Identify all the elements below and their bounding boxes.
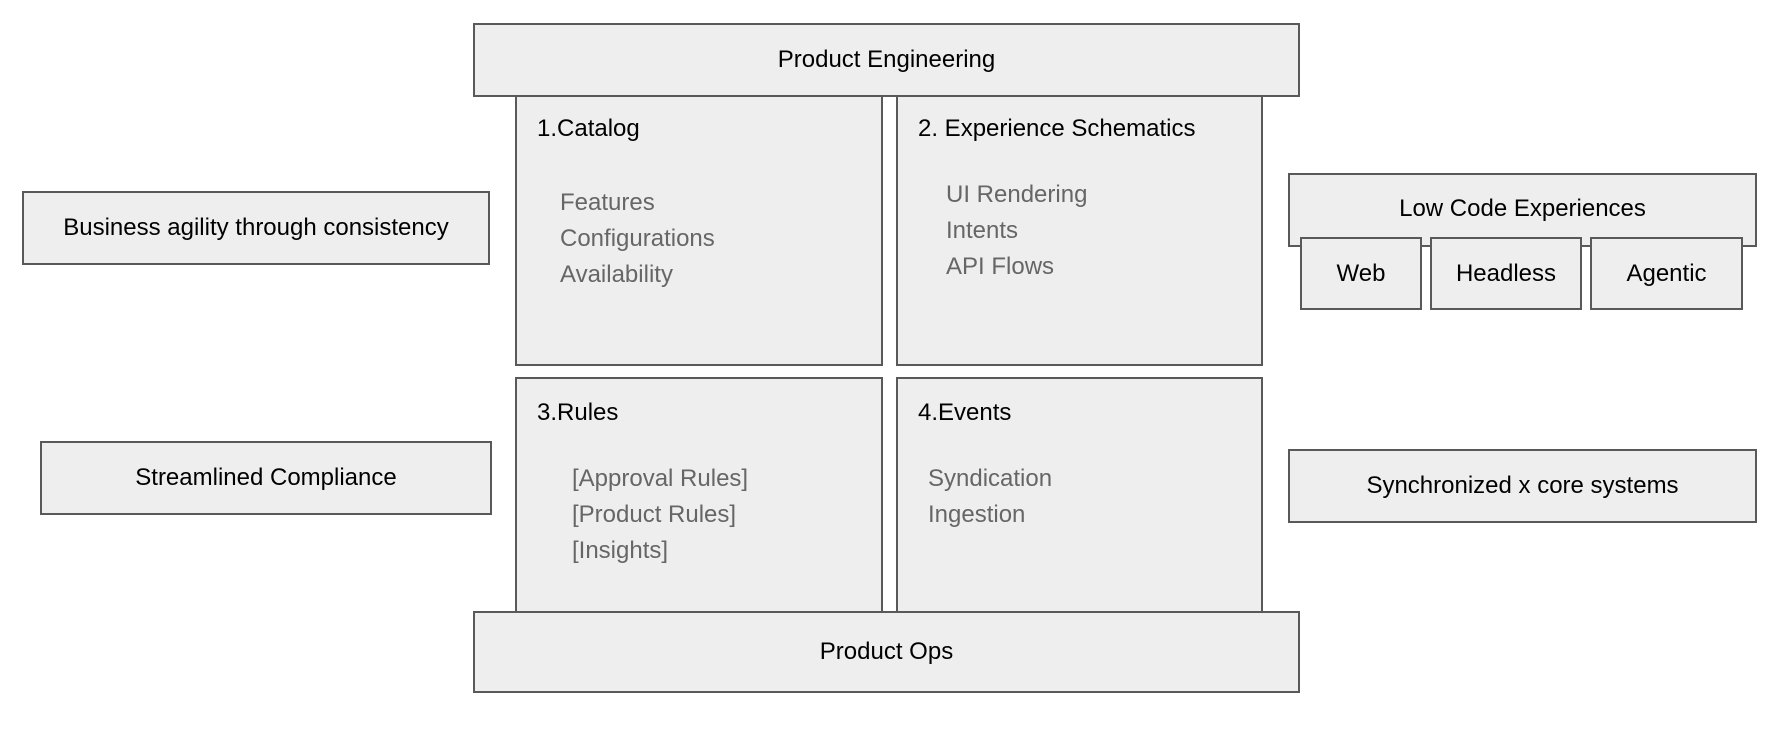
streamlined-compliance-box: Streamlined Compliance xyxy=(40,441,492,515)
product-ops-bar: Product Ops xyxy=(473,611,1300,693)
rules-title: 3.Rules xyxy=(537,399,619,426)
low-code-experiences-box: Low Code Experiences xyxy=(1288,173,1757,247)
catalog-title: 1.Catalog xyxy=(537,115,640,142)
experience-schematics-item: UI Rendering xyxy=(946,181,1088,208)
agentic-box: Agentic xyxy=(1590,237,1743,310)
experience-schematics-item: Intents xyxy=(946,217,1019,244)
web-box: Web xyxy=(1300,237,1422,310)
product-engineering-bar: Product Engineering xyxy=(473,23,1300,97)
events-box: 4.Events Syndication Ingestion xyxy=(896,377,1263,621)
experience-schematics-item: API Flows xyxy=(946,253,1055,280)
catalog-item: Features xyxy=(560,189,655,216)
synchronized-core-systems-box: Synchronized x core systems xyxy=(1288,449,1757,523)
rules-box: 3.Rules [Approval Rules] [Product Rules]… xyxy=(515,377,883,621)
rules-item: [Approval Rules] xyxy=(572,465,749,492)
experience-schematics-box: 2. Experience Schematics UI Rendering In… xyxy=(896,94,1263,366)
catalog-item: Configurations xyxy=(560,225,715,252)
headless-box: Headless xyxy=(1430,237,1582,310)
experience-schematics-title: 2. Experience Schematics xyxy=(918,115,1196,142)
catalog-box: 1.Catalog Features Configurations Availa… xyxy=(515,94,883,366)
rules-item: [Insights] xyxy=(572,537,669,564)
rules-item: [Product Rules] xyxy=(572,501,737,528)
catalog-item: Availability xyxy=(560,261,673,288)
catalog-items: Features Configurations Availability xyxy=(560,185,715,293)
rules-items: [Approval Rules] [Product Rules] [Insigh… xyxy=(572,461,748,569)
events-item: Syndication xyxy=(928,465,1053,492)
low-code-experiences-title: Low Code Experiences xyxy=(1399,195,1646,222)
business-agility-box: Business agility through consistency xyxy=(22,191,490,265)
experience-schematics-items: UI Rendering Intents API Flows xyxy=(946,177,1087,285)
events-item: Ingestion xyxy=(928,501,1026,528)
events-title: 4.Events xyxy=(918,399,1012,426)
events-items: Syndication Ingestion xyxy=(928,461,1052,533)
